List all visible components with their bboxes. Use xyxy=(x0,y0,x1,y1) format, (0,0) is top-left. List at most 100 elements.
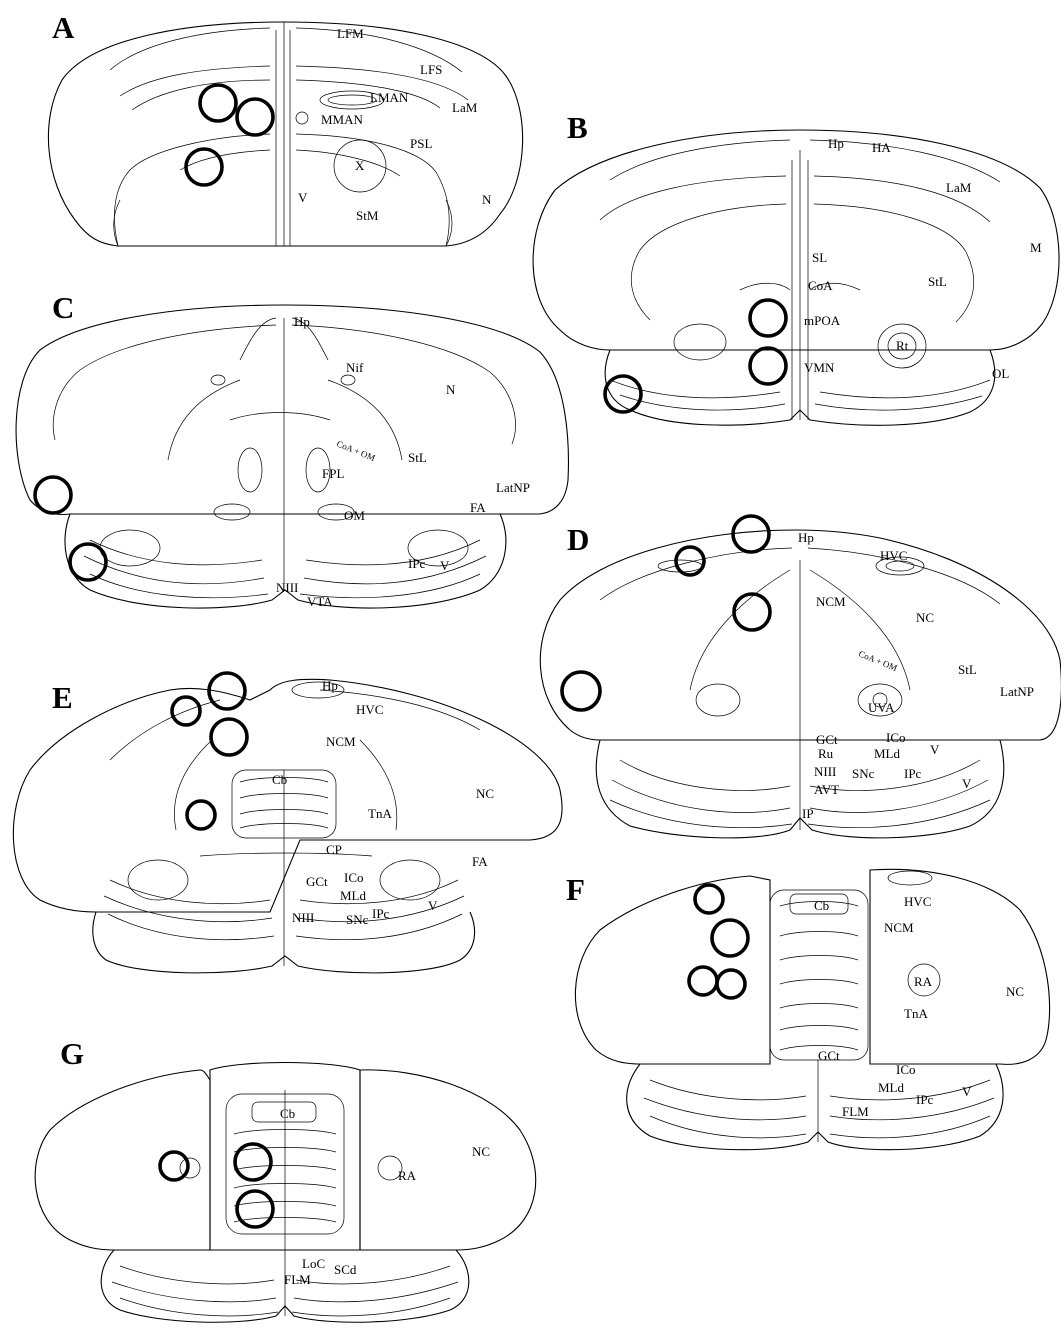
panel-f: F Cb HVC NCM RA NC TnA GCt ICo MLd IPc V… xyxy=(566,869,1050,1149)
label-ru: Ru xyxy=(818,746,834,761)
label-psl: PSL xyxy=(410,136,432,151)
label-ipc: IPc xyxy=(916,1092,934,1107)
lesion-marker xyxy=(717,970,745,998)
lesion-marker xyxy=(237,1191,273,1227)
lesion-marker xyxy=(237,99,273,135)
label-mld: MLd xyxy=(874,746,901,761)
panel-d: D Hp HVC NCM NC CoA + OM StL UVA LatNP G… xyxy=(540,516,1061,838)
label-hp: Hp xyxy=(322,678,338,693)
label-vmn: VMN xyxy=(804,360,835,375)
label-om: OM xyxy=(344,508,365,523)
label-coa-om: CoA + OM xyxy=(857,649,898,673)
label-ipc: IPc xyxy=(904,766,922,781)
label-niii: NIII xyxy=(814,764,836,779)
lesion-marker xyxy=(160,1152,188,1180)
lesion-marker xyxy=(750,300,786,336)
label-flm: FLM xyxy=(842,1104,869,1119)
label-cb: Cb xyxy=(280,1106,295,1121)
label-gct: GCt xyxy=(306,874,328,889)
label-fa: FA xyxy=(472,854,488,869)
label-mman: MMAN xyxy=(321,112,364,127)
label-v: V xyxy=(962,1084,972,1099)
label-latnp: LatNP xyxy=(496,480,530,495)
lesion-marker xyxy=(200,85,236,121)
label-rt: Rt xyxy=(896,338,909,353)
label-nif: Nif xyxy=(346,360,364,375)
panel-letter-g: G xyxy=(60,1036,84,1071)
label-cb: Cb xyxy=(272,772,287,787)
label-nc: NC xyxy=(916,610,934,625)
panel-b: B Hp HA LaM M SL StL CoA mPOA Rt VMN OL xyxy=(533,110,1059,425)
label-ipc: IPc xyxy=(372,906,390,921)
panel-letter-d: D xyxy=(567,522,589,557)
lesion-marker xyxy=(186,149,222,185)
label-mpoa: mPOA xyxy=(804,313,841,328)
panel-letter-a: A xyxy=(52,10,75,45)
label-latnp: LatNP xyxy=(1000,684,1034,699)
lesion-marker xyxy=(689,967,717,995)
label-cb: Cb xyxy=(814,898,829,913)
label-lfm: LFM xyxy=(337,26,364,41)
label-niii: NIII xyxy=(276,580,298,595)
label-v: V xyxy=(298,190,308,205)
panel-letter-c: C xyxy=(52,290,74,325)
label-hvc: HVC xyxy=(356,702,383,717)
label-n: N xyxy=(482,192,492,207)
lesion-marker xyxy=(750,348,786,384)
label-gct: GCt xyxy=(818,1048,840,1063)
label-avt: AVT xyxy=(814,782,839,797)
label-vta: VTA xyxy=(307,594,333,609)
label-ico: ICo xyxy=(344,870,364,885)
label-lam: LaM xyxy=(946,180,972,195)
label-ncm: NCM xyxy=(816,594,846,609)
label-ncm: NCM xyxy=(326,734,356,749)
lesion-marker xyxy=(70,544,106,580)
label-ico: ICo xyxy=(886,730,906,745)
lesion-marker xyxy=(235,1144,271,1180)
label-ra: RA xyxy=(914,974,933,989)
label-x: X xyxy=(355,158,365,173)
lesion-marker xyxy=(712,920,748,956)
label-lfs: LFS xyxy=(420,62,442,77)
panel-letter-e: E xyxy=(52,680,73,715)
label-fpl: FPL xyxy=(322,466,344,481)
lesion-marker xyxy=(211,719,247,755)
label-lam: LaM xyxy=(452,100,478,115)
label-v: V xyxy=(440,558,450,573)
label-coa: CoA xyxy=(808,278,833,293)
label-stl: StL xyxy=(928,274,947,289)
label-snc: SNc xyxy=(852,766,875,781)
label-stl: StL xyxy=(958,662,977,677)
label-gct: GCt xyxy=(816,732,838,747)
panel-e: E Hp HVC NCM Cb NC TnA CP FA GCt ICo MLd… xyxy=(13,673,562,973)
label-uva: UVA xyxy=(868,700,895,715)
label-ipc: IPc xyxy=(408,556,426,571)
label-ha: HA xyxy=(872,140,891,155)
label-v: V xyxy=(428,898,438,913)
label-cp: CP xyxy=(326,842,342,857)
label-flm: FLM xyxy=(284,1272,311,1287)
label-snc: SNc xyxy=(346,912,369,927)
label-hp: Hp xyxy=(294,314,310,329)
label-hp: Hp xyxy=(798,530,814,545)
label-stl: StL xyxy=(408,450,427,465)
label-v: V xyxy=(930,742,940,757)
label-v2: V xyxy=(962,776,972,791)
label-loc: LoC xyxy=(302,1256,325,1271)
label-fa: FA xyxy=(470,500,486,515)
label-ol: OL xyxy=(992,366,1009,381)
label-tna: TnA xyxy=(904,1006,928,1021)
lesion-marker xyxy=(695,885,723,913)
label-ncm: NCM xyxy=(884,920,914,935)
label-ra: RA xyxy=(398,1168,417,1183)
lesion-marker xyxy=(734,594,770,630)
label-hvc: HVC xyxy=(880,548,907,563)
panel-a: A LFM LFS LMAN LaM MMAN PSL X V StM N xyxy=(48,10,522,246)
label-scd: SCd xyxy=(334,1262,357,1277)
label-mld: MLd xyxy=(340,888,367,903)
label-ip: IP xyxy=(802,806,814,821)
label-coa-om: CoA + OM xyxy=(335,439,376,463)
panel-letter-b: B xyxy=(567,110,588,145)
lesion-marker xyxy=(733,516,769,552)
